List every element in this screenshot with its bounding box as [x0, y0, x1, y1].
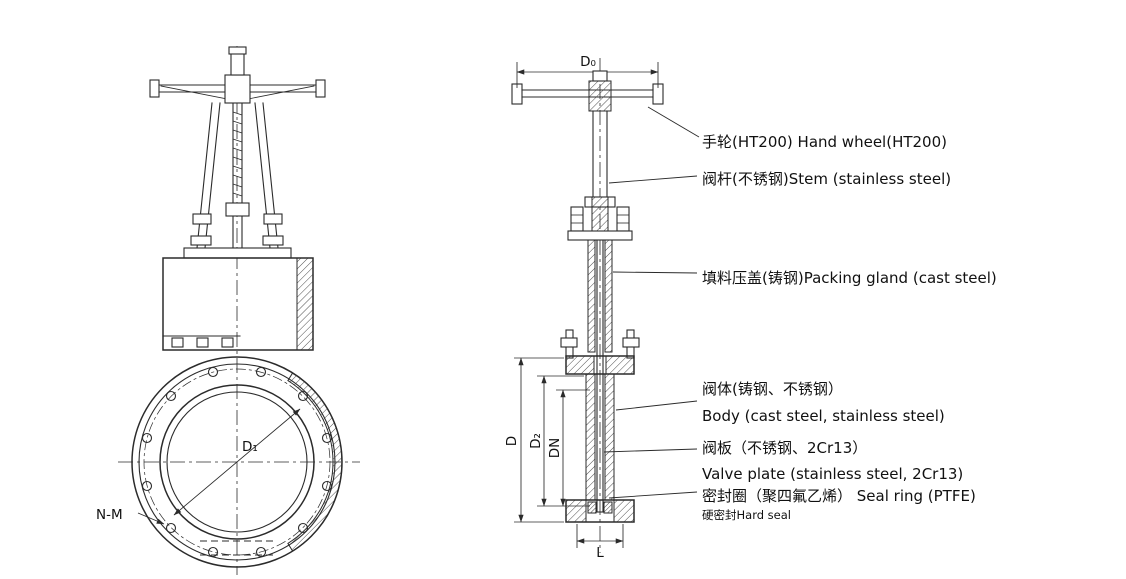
dimension-d2: D₂: [528, 375, 590, 507]
side-bottom-flange: [565, 499, 635, 523]
front-view: D₁ N-M: [96, 46, 343, 568]
callout-leaders: [603, 106, 700, 499]
seal-ring-section: [587, 501, 597, 514]
callout-packing-gland: 填料压盖(铸钢)Packing gland (cast steel): [702, 269, 997, 287]
callout-seal-ring: 密封圈（聚四氟乙烯） Seal ring (PTFE): [702, 487, 976, 505]
dim-d-label: D: [504, 436, 520, 446]
side-body: [565, 239, 635, 513]
side-stem: [592, 110, 608, 199]
bolt-circle: [143, 368, 331, 556]
side-view: D₀: [504, 54, 664, 561]
callout-body-zh: 阀体(铸钢、不锈钢）: [702, 380, 843, 398]
dimension-dn: DN: [547, 389, 590, 507]
callout-body-en: Body (cast steel, stainless steel): [702, 407, 945, 425]
front-hand-wheel: [149, 46, 326, 104]
callout-hand-wheel: 手轮(HT200) Hand wheel(HT200): [702, 133, 947, 151]
front-flange-section-hatch: [287, 372, 343, 552]
front-body-section-hatch: [296, 257, 314, 351]
leader-packing-gland: [612, 271, 698, 274]
dim-l-label: L: [596, 545, 604, 561]
leader-valve-plate: [603, 448, 698, 453]
side-wheel-hub: [588, 80, 612, 112]
front-bonnet-body: [162, 247, 314, 351]
dim-dn-label: DN: [547, 438, 563, 459]
dim-d2-label: D₂: [528, 433, 544, 449]
dimension-d: D: [504, 357, 564, 523]
front-flange: [131, 356, 343, 568]
callout-stem: 阀杆(不锈钢)Stem (stainless steel): [702, 170, 951, 188]
callout-labels: 手轮(HT200) Hand wheel(HT200) 阀杆(不锈钢)Stem …: [702, 133, 997, 522]
seal-ring-section: [603, 501, 613, 514]
front-bolt-holes: [141, 366, 333, 558]
center-lines: [118, 46, 601, 575]
callout-valve-plate-zh: 阀板（不锈钢、2Cr13）: [702, 439, 867, 457]
callout-hard-seal: 硬密封Hard seal: [702, 508, 791, 522]
dimension-n-m: N-M: [96, 507, 165, 525]
dimension-d0: D₀: [516, 54, 659, 88]
dimension-d1: D₁: [173, 408, 301, 516]
dim-d1-label: D₁: [242, 439, 258, 455]
dim-nm-label: N-M: [96, 507, 123, 523]
dim-d0-label: D₀: [580, 54, 596, 70]
callout-valve-plate-en: Valve plate (stainless steel, 2Cr13): [702, 465, 963, 483]
side-stem-coupling: [567, 196, 633, 241]
front-yoke-and-stem: [190, 102, 284, 253]
stem-thread-marks: [232, 111, 243, 197]
leader-body: [615, 400, 698, 411]
dimension-l: L: [576, 524, 624, 561]
leader-seal-ring: [608, 491, 698, 499]
leader-hand-wheel: [647, 106, 700, 138]
side-packing-gland-tube: [587, 239, 613, 353]
leader-stem: [608, 175, 698, 184]
side-hand-wheel: [511, 70, 664, 112]
